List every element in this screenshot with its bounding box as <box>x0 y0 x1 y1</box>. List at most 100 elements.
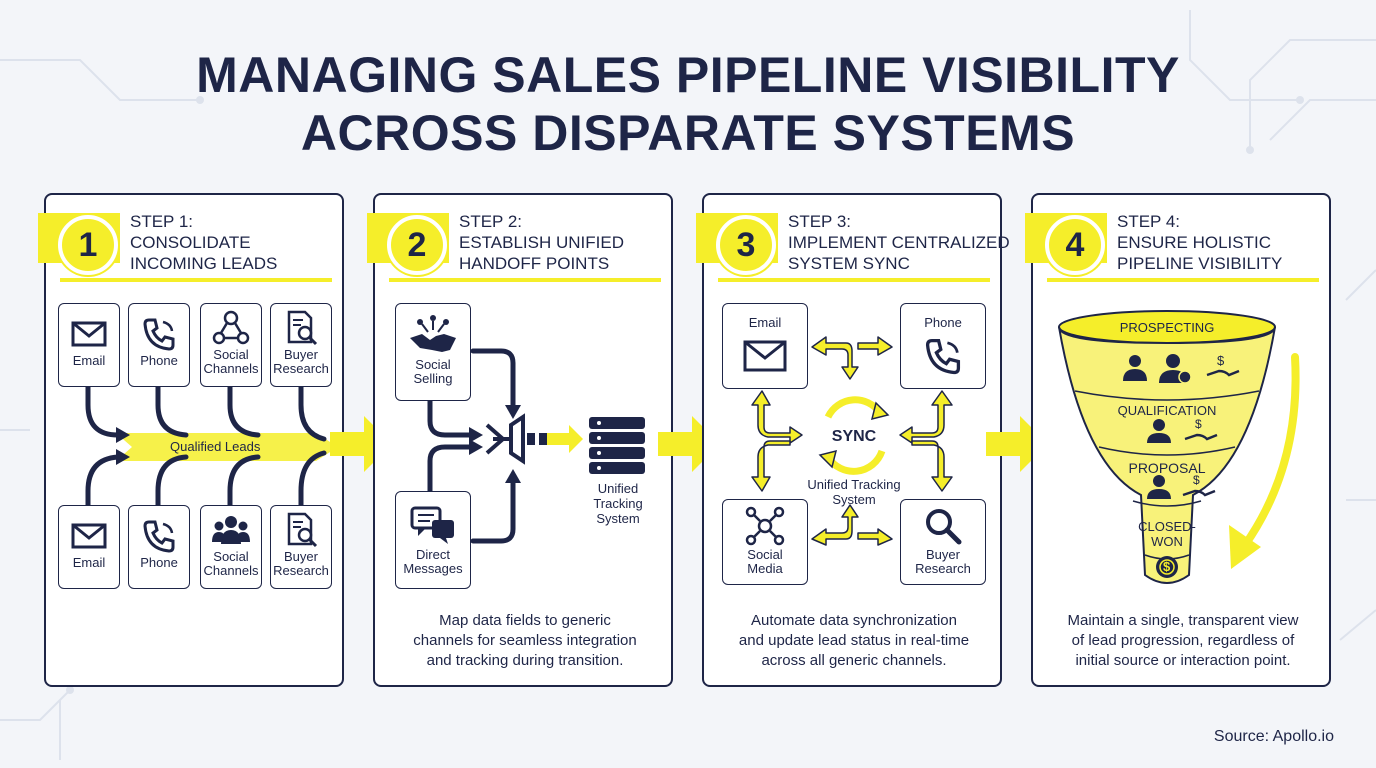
funnel-progress-arrow <box>1229 525 1261 569</box>
email-icon <box>71 321 107 347</box>
step-2-description: Map data fields to generic channels for … <box>413 612 637 669</box>
dollar-icon: $ <box>1217 353 1225 368</box>
step-2-heading: STEP 2: ESTABLISH UNIFIED HANDOFF POINTS <box>459 211 624 274</box>
phone-icon <box>925 338 961 375</box>
source-label-2: Research <box>273 563 329 578</box>
source-credit: Source: Apollo.io <box>1213 728 1334 745</box>
qualified-leads-label: Qualified Leads <box>170 439 261 454</box>
source-social-bottom: Social Channels <box>200 505 262 589</box>
step-2-underline <box>389 278 661 282</box>
step-1-label: STEP 1: <box>130 212 193 231</box>
step-2-badge: 2 <box>387 215 447 275</box>
node-label: Buyer <box>926 547 960 562</box>
step-1-panel: 1 STEP 1: CONSOLIDATE INCOMING LEADS Qua… <box>38 193 344 687</box>
source-label-2: Channels <box>203 361 259 376</box>
social-network-icon <box>212 310 250 345</box>
source-social-selling: Social Selling <box>395 303 471 401</box>
step-3-title-line1: IMPLEMENT CENTRALIZED <box>788 233 1010 252</box>
email-icon <box>743 340 787 372</box>
phone-icon <box>143 520 175 553</box>
source-label-2: Channels <box>203 563 259 578</box>
merge-node-icon <box>485 413 547 465</box>
document-search-icon <box>287 512 318 548</box>
people-group-icon <box>212 516 250 544</box>
source-phone-bottom: Phone <box>128 505 190 589</box>
step-4-heading: STEP 4: ENSURE HOLISTIC PIPELINE VISIBIL… <box>1117 211 1282 274</box>
node-label: Phone <box>924 315 962 330</box>
step-1-heading: STEP 1: CONSOLIDATE INCOMING LEADS <box>130 211 277 274</box>
node-social-media: Social Media <box>722 499 808 585</box>
social-network-icon <box>745 506 785 546</box>
source-label: Buyer <box>284 347 318 362</box>
step-4-underline <box>1047 278 1319 282</box>
step-1-underline <box>60 278 332 282</box>
step-1-title-line1: CONSOLIDATE <box>130 233 251 252</box>
step-1-flow-lines <box>85 384 338 514</box>
source-social-top: Social Channels <box>200 303 262 387</box>
step-3-sync-arrows <box>751 336 953 546</box>
step-2-panel: 2 STEP 2: ESTABLISH UNIFIED HANDOFF POIN… <box>367 193 673 687</box>
source-email-bottom: Email <box>58 505 120 589</box>
step-1-title-line2: INCOMING LEADS <box>130 254 278 273</box>
unified-tracking-system-label: Unified Tracking System <box>807 477 901 507</box>
source-label: Phone <box>140 555 178 570</box>
source-research-top: Buyer Research <box>270 303 332 387</box>
step-2-title-line2: HANDOFF POINTS <box>459 254 610 273</box>
sales-funnel <box>1058 310 1300 584</box>
node-label: Social <box>747 547 783 562</box>
source-label: Social <box>415 357 451 372</box>
source-label: Buyer <box>284 549 318 564</box>
source-label: Phone <box>140 353 178 368</box>
email-icon <box>71 523 107 549</box>
source-label: Social <box>213 549 249 564</box>
sync-label: SYNC <box>831 428 877 445</box>
step-3-badge: 3 <box>716 215 776 275</box>
dollar-icon: $ <box>1193 473 1200 487</box>
unified-tracking-label: Unified Tracking System <box>593 481 643 526</box>
step-3-heading: STEP 3: IMPLEMENT CENTRALIZED SYSTEM SYN… <box>788 211 1010 274</box>
handshake-icon <box>410 315 456 352</box>
page-title: MANAGING SALES PIPELINE VISIBILITY ACROS… <box>0 46 1376 162</box>
step-3-panel: 3 STEP 3: IMPLEMENT CENTRALIZED SYSTEM S… <box>696 193 1010 687</box>
server-stack-icon <box>589 417 645 474</box>
node-label-2: Media <box>747 561 783 576</box>
step-2-label: STEP 2: <box>459 212 522 231</box>
dollar-icon: $ <box>1195 417 1202 431</box>
step-4-title-line2: PIPELINE VISIBILITY <box>1117 254 1283 273</box>
source-label-2: Selling <box>413 371 453 386</box>
step-3-underline <box>718 278 990 282</box>
document-search-icon <box>287 310 318 346</box>
source-label-2: Research <box>273 361 329 376</box>
chat-bubbles-icon <box>410 506 454 544</box>
stage-prospecting: PROSPECTING <box>1119 320 1215 335</box>
source-label: Email <box>72 353 106 368</box>
step-2-title-line1: ESTABLISH UNIFIED <box>459 233 624 252</box>
step-4-label: STEP 4: <box>1117 212 1180 231</box>
step-1-badge: 1 <box>58 215 118 275</box>
source-direct-messages: Direct Messages <box>395 491 471 589</box>
source-label-2: Messages <box>403 561 463 576</box>
step-4-description: Maintain a single, transparent view of l… <box>1067 612 1299 669</box>
phone-icon <box>143 318 175 351</box>
qualification-people-icons <box>1147 419 1171 443</box>
title-line-2: ACROSS DISPARATE SYSTEMS <box>300 105 1076 161</box>
source-research-bottom: Buyer Research <box>270 505 332 589</box>
source-email-top: Email <box>58 303 120 387</box>
step-3-title-line2: SYSTEM SYNC <box>788 254 910 273</box>
stage-closed-won: CLOSED- WON <box>1138 519 1196 549</box>
step-4-title-line1: ENSURE HOLISTIC <box>1117 233 1271 252</box>
magnifier-icon <box>926 509 962 545</box>
stage-qualification: QUALIFICATION <box>1117 403 1217 418</box>
node-label: Email <box>748 315 782 330</box>
dollar-icon: $ <box>1163 559 1171 574</box>
step-2-flow-lines <box>427 348 645 544</box>
source-label: Social <box>213 347 249 362</box>
node-email: Email <box>722 303 808 389</box>
stage-proposal: PROPOSAL <box>1128 460 1206 476</box>
source-label: Email <box>72 555 106 570</box>
source-phone-top: Phone <box>128 303 190 387</box>
step-4-badge: 4 <box>1045 215 1105 275</box>
title-line-1: MANAGING SALES PIPELINE VISIBILITY <box>196 47 1180 103</box>
prospecting-people-icons <box>1123 354 1192 384</box>
